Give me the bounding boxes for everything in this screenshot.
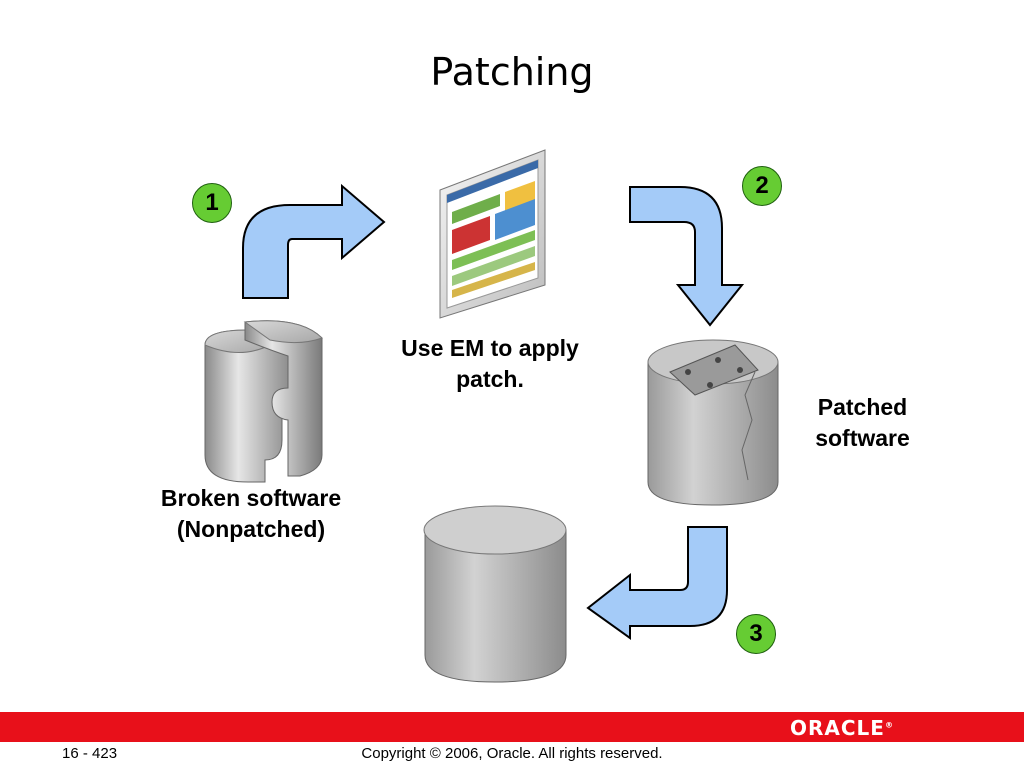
arrow-step-3 xyxy=(586,526,728,640)
em-console-icon xyxy=(439,149,546,319)
slide-title: Patching xyxy=(430,50,594,94)
step-badge-1: 1 xyxy=(192,183,232,223)
copyright: Copyright © 2006, Oracle. All rights res… xyxy=(361,745,663,762)
em-label-line-1: Use EM to apply xyxy=(401,335,579,361)
patched-label-line-2: software xyxy=(815,425,910,451)
oracle-logo: ORACLE® xyxy=(790,716,894,740)
plain-software-icon xyxy=(423,505,567,683)
em-label: Use EM to apply patch. xyxy=(380,333,600,395)
oracle-logo-text: ORACLE xyxy=(790,716,885,740)
patched-label-line-1: Patched xyxy=(817,394,908,420)
patching-diagram xyxy=(204,149,779,683)
arrow-step-1 xyxy=(242,183,386,299)
em-label-line-2: patch. xyxy=(456,366,524,392)
patched-label: Patched software xyxy=(795,392,930,454)
broken-label: Broken software (Nonpatched) xyxy=(140,483,362,545)
broken-software-icon xyxy=(204,320,323,483)
broken-label-line-2: (Nonpatched) xyxy=(176,516,326,542)
oracle-logo-mark: ® xyxy=(884,720,894,730)
step-badge-2: 2 xyxy=(742,166,782,206)
page-number: 16 - 423 xyxy=(62,745,118,762)
arrow-step-2 xyxy=(629,186,745,327)
footer-bar xyxy=(0,712,1024,742)
step-badge-3: 3 xyxy=(736,614,776,654)
patched-software-icon xyxy=(647,339,779,506)
broken-label-line-1: Broken software xyxy=(160,485,342,511)
